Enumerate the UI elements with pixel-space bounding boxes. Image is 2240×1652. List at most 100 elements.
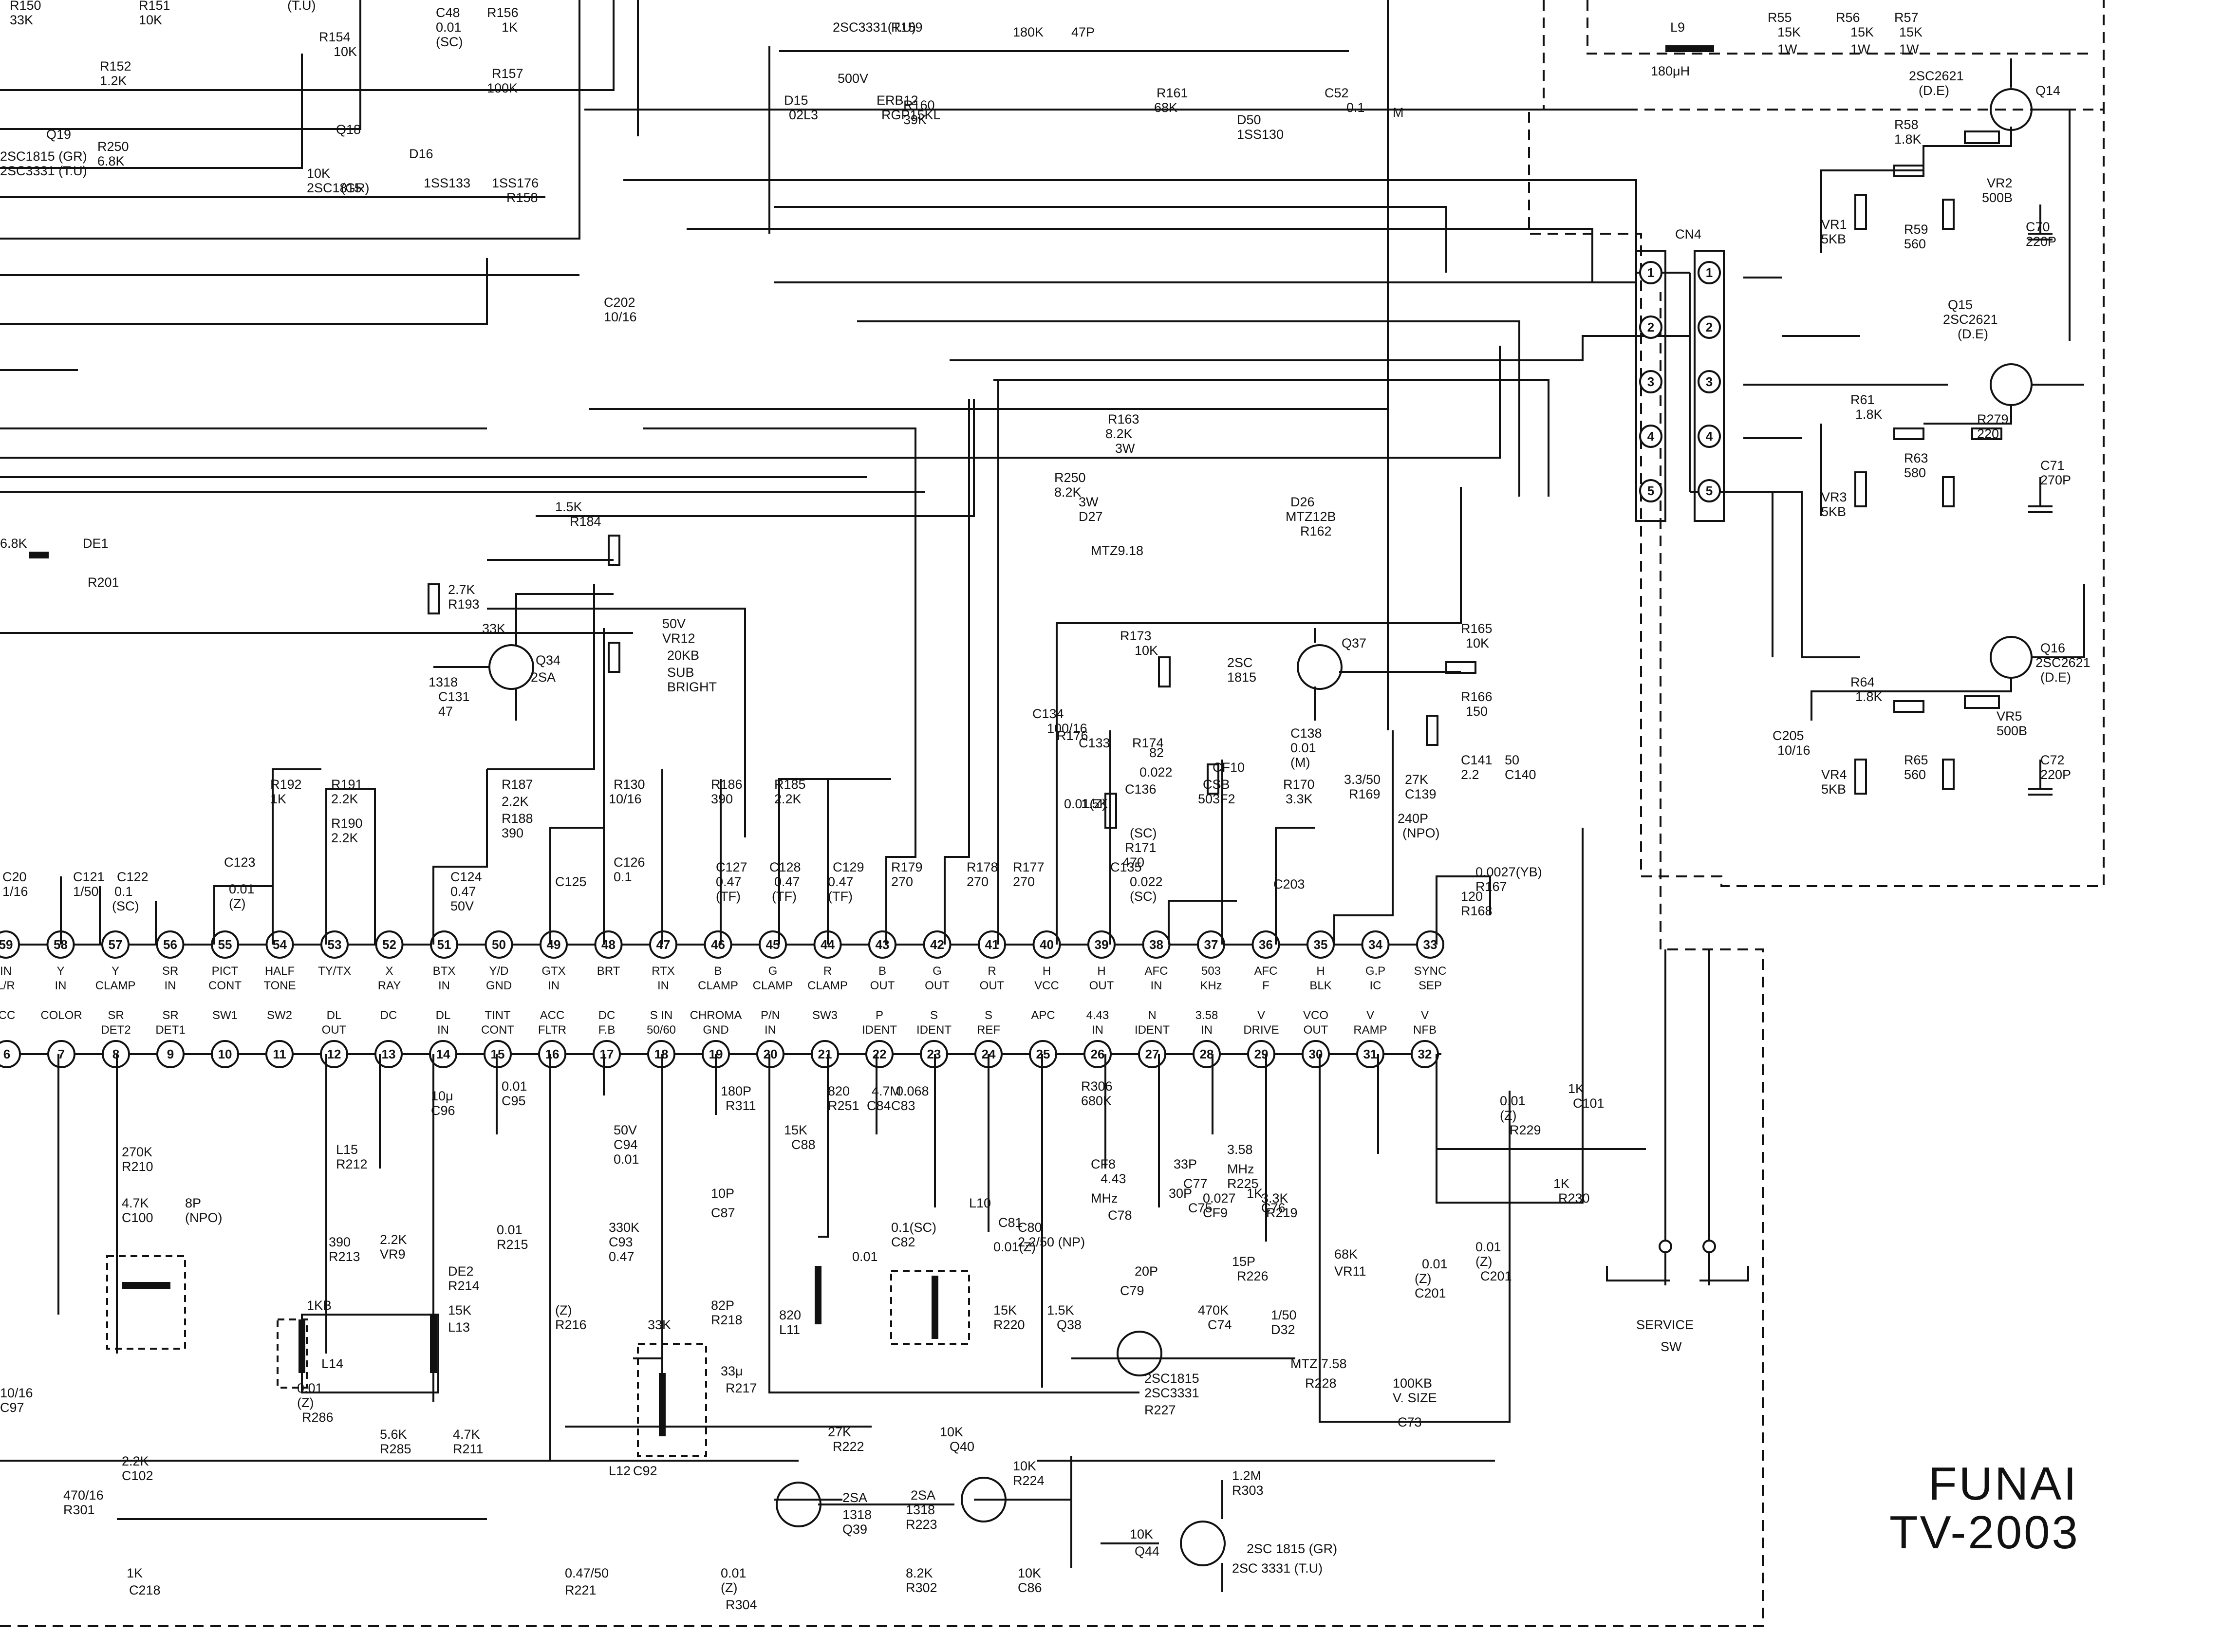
component-label: 1SS176 — [492, 176, 539, 190]
component-label: 0.0027(YB) — [1475, 865, 1542, 879]
component-label: V. SIZE — [1393, 1391, 1437, 1405]
component-label: MTZ12B — [1286, 509, 1336, 524]
ic-pin-number: 51 — [437, 937, 451, 952]
component-label: 1SS130 — [1237, 127, 1284, 142]
ic-pin-label-1: H — [1097, 965, 1105, 978]
component-label: 0.01 — [229, 882, 255, 896]
component-label: R215 — [497, 1237, 528, 1252]
component-label: (Z) — [1500, 1108, 1516, 1123]
component-label: 50 — [1505, 753, 1519, 767]
component-label: Q14 — [2035, 83, 2060, 98]
component-label: 47P — [1071, 25, 1095, 39]
component-label: 0.01 — [436, 20, 462, 35]
component-label: 02L3 — [789, 108, 818, 122]
cn4-pin-2-b: 2 — [1698, 316, 1721, 339]
ic-pin-number: 56 — [163, 937, 177, 952]
component-label: 10/16 — [1777, 743, 1811, 758]
component-label: R216 — [555, 1318, 587, 1332]
ic-pin-number: 55 — [218, 937, 232, 952]
component-label: C125 — [555, 874, 587, 889]
component-label: 0.47 — [774, 874, 800, 889]
ic-pin-label-2: IN — [165, 979, 176, 992]
component-label: C97 — [0, 1400, 24, 1415]
component-label: R174 — [1132, 736, 1164, 750]
component-label: 180P — [721, 1084, 751, 1098]
component-label: D50 — [1237, 112, 1261, 127]
component-label: 33K — [10, 13, 33, 27]
ic-pin-label-1: SYNC — [1414, 965, 1447, 978]
component-label: 3W — [1079, 495, 1099, 509]
component-label: 1W — [1899, 42, 1919, 56]
component-label: 1815 — [1227, 670, 1256, 685]
ic-pin-label-1: GTX — [541, 965, 565, 978]
component-label: C123 — [224, 855, 256, 870]
ic-pin-label-2: L/R — [0, 979, 15, 992]
cn4-pin-2-a: 2 — [1639, 316, 1662, 339]
component-label: R224 — [1013, 1473, 1045, 1488]
component-label: C93 — [609, 1235, 633, 1249]
component-label: 68K — [1154, 100, 1177, 115]
component-label: 240P — [1398, 811, 1428, 826]
component-label: R251 — [828, 1098, 859, 1113]
component-label: VR2 — [1987, 176, 2013, 190]
component-label: (Z) — [297, 1395, 314, 1410]
component-label: C79 — [1120, 1283, 1144, 1298]
component-label: 820 — [779, 1308, 801, 1322]
ic-pin-label-1: P — [876, 1009, 883, 1022]
ic-pin-label-2: F — [1262, 979, 1269, 992]
ic-pin-label-1: ACC — [540, 1009, 565, 1022]
component-label: 0.01 — [1290, 741, 1316, 755]
component-label: 0.068 — [896, 1084, 929, 1098]
component-label: R160 — [903, 98, 935, 112]
ic-pin-label-1: 3.58 — [1195, 1009, 1218, 1022]
component-label: 2SC 3331 (T.U) — [1232, 1561, 1323, 1576]
component-label: 4.7M — [872, 1084, 901, 1098]
component-label: 0.01 — [297, 1381, 323, 1395]
component-label: 3.3K — [1286, 792, 1313, 806]
ic-pin-number: 17 — [600, 1047, 614, 1061]
component-label: 15K — [1850, 25, 1874, 39]
component-label: R56 — [1836, 10, 1860, 25]
component-label: 1318 — [842, 1507, 872, 1522]
component-label: 330K — [609, 1220, 639, 1235]
component-label: (D.E) — [1919, 83, 1949, 98]
component-label: 2SC2621 — [1943, 312, 1998, 327]
component-label: 1.5K — [555, 500, 582, 514]
service-sw-label-2: SW — [1661, 1339, 1682, 1354]
component-label: R306 — [1081, 1079, 1113, 1094]
ic-pin-label-2: IDENT — [916, 1023, 952, 1037]
component-label: 1.2K — [100, 74, 127, 88]
ic-pin-label-2: IN — [548, 979, 560, 992]
cn4-pin-number: 2 — [1647, 320, 1654, 334]
component-label: 10K — [139, 13, 162, 27]
component-label: R167 — [1475, 879, 1507, 894]
component-label: 2.2K — [331, 792, 358, 806]
component-label: 180K — [1013, 25, 1044, 39]
component-label: D15 — [784, 93, 808, 108]
component-label: 220 — [1977, 427, 1999, 441]
ic-pin-label-2: IN — [765, 1023, 776, 1037]
component-label: 0.47 — [450, 884, 476, 899]
ic-pin-label-2: GND — [486, 979, 512, 992]
component-label: C74 — [1208, 1318, 1232, 1332]
ic-pin-label-1: H — [1043, 965, 1051, 978]
component-label: C81 — [998, 1215, 1023, 1230]
component-label: 1318 — [429, 675, 458, 689]
ic-pin-label-2: CONT — [208, 979, 242, 992]
component-label: 27K — [828, 1425, 851, 1439]
component-label: C20 — [2, 870, 27, 884]
ic-pin-label-1: G — [768, 965, 778, 978]
component-label: C82 — [891, 1235, 915, 1249]
component-label: R229 — [1510, 1123, 1541, 1137]
component-label: 8.2K — [906, 1566, 933, 1580]
